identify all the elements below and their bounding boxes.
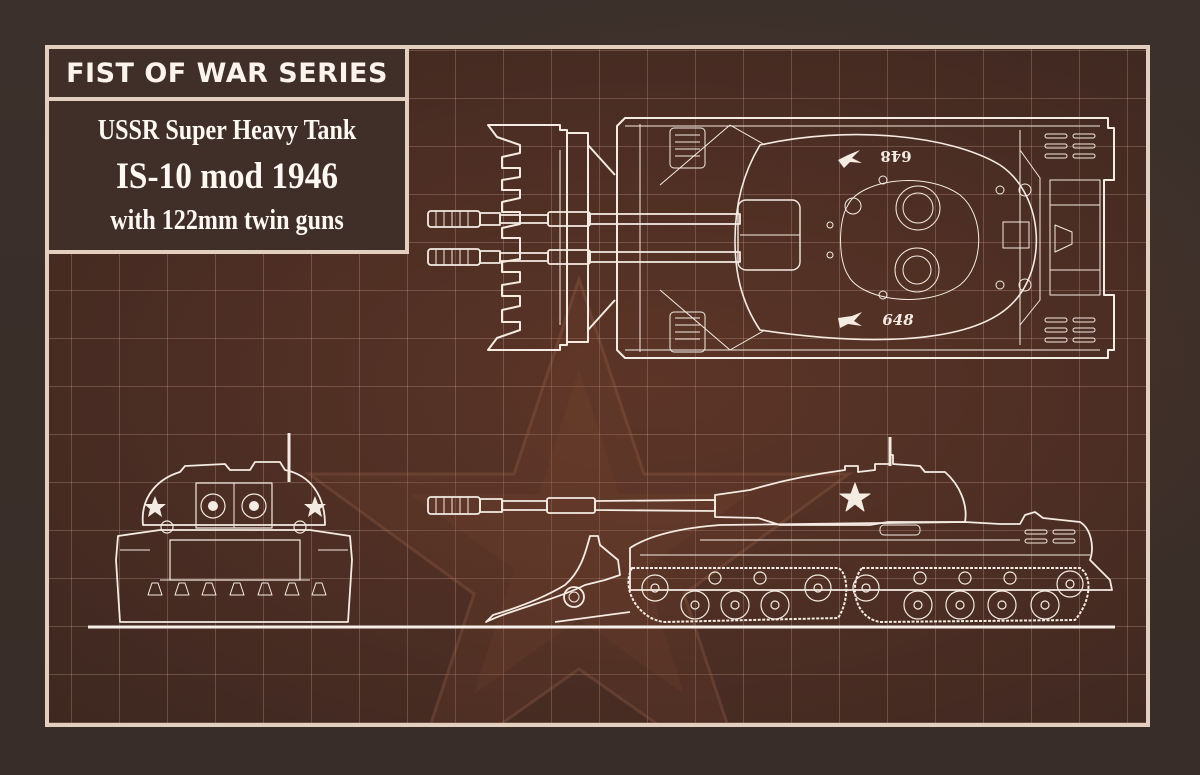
tank-model-label: IS-10 mod 1946 (115, 156, 339, 197)
dozer-blade-top-icon (487, 124, 616, 351)
svg-text:648: 648 (882, 311, 914, 329)
front-view (115, 433, 353, 623)
svg-text:648: 648 (880, 147, 911, 165)
main-gun-side (427, 496, 716, 515)
dozer-blade-side (485, 535, 631, 623)
tank-armament-label: with 122mm twin guns (110, 205, 344, 236)
series-label: FIST OF WAR SERIES (49, 49, 405, 101)
title-block: FIST OF WAR SERIES USSR Super Heavy Tank… (45, 45, 409, 254)
tank-class-label: USSR Super Heavy Tank (97, 115, 357, 146)
side-view (427, 437, 1113, 623)
top-view: 648 648 (427, 117, 1115, 359)
hull-top-outline (616, 117, 1115, 359)
turret-marking-bottom: 648 (838, 311, 914, 329)
turret-top (734, 133, 1038, 341)
background-star-emblem (304, 274, 854, 723)
turret-marking-top: 648 (838, 147, 912, 168)
twin-gun-barrels-top (427, 210, 741, 266)
tracks-side (627, 567, 1090, 623)
tank-title: USSR Super Heavy Tank IS-10 mod 1946 wit… (49, 101, 405, 251)
